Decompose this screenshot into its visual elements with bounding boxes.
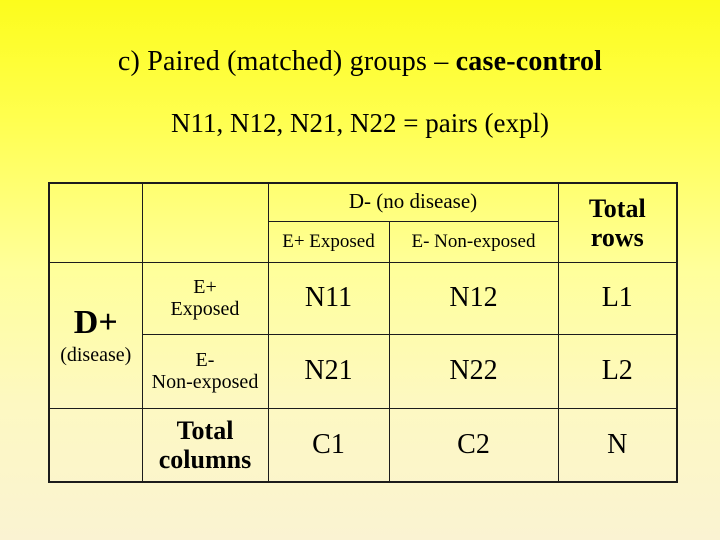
cell-n11: N11 <box>267 261 390 335</box>
total-columns-line2: columns <box>158 444 252 474</box>
corner-cell-blank-left <box>48 182 143 263</box>
cell-c2: C2 <box>388 407 559 483</box>
disease-label-sub: (disease) <box>60 343 132 366</box>
row-label-exposed-line2: Exposed <box>170 298 240 320</box>
cell-n22: N22 <box>388 333 559 409</box>
total-columns-header: Total columns <box>141 407 269 483</box>
bottom-left-blank-cell <box>48 407 143 483</box>
row-label-non-exposed-line1: E- <box>195 348 215 371</box>
cell-n-total: N <box>557 407 678 483</box>
slide-subtitle: N11, N12, N21, N22 = pairs (expl) <box>171 108 549 138</box>
cell-l1: L1 <box>557 261 678 335</box>
contingency-table: D- (no disease) Total rows E+ Exposed E-… <box>48 182 679 483</box>
table-header-row-2: E+ Exposed E- Non-exposed <box>49 220 677 263</box>
cell-c1: C1 <box>267 407 390 483</box>
title-emphasis-text: case-control <box>455 46 603 77</box>
disease-label-main: D+ <box>73 303 118 341</box>
row-label-exposed-line1: E+ <box>193 275 217 298</box>
table-row-totals: Total columns C1 C2 N <box>48 407 678 483</box>
cell-n12: N12 <box>388 261 559 335</box>
table-header-row-1: D- (no disease) Total rows <box>48 182 678 263</box>
row-label-exposed: E+ Exposed <box>141 261 269 335</box>
total-rows-line1: Total <box>588 193 646 223</box>
slide-title: c) Paired (matched) groups – case-contro… <box>0 46 720 78</box>
total-columns-line1: Total <box>176 415 234 445</box>
cell-n21: N21 <box>267 333 390 409</box>
table-row-exposed: D+ (disease) E+ Exposed N11 N12 L1 <box>48 261 678 409</box>
total-rows-line2: rows <box>590 222 644 252</box>
col-header-exposed: E+ Exposed <box>267 220 390 263</box>
col-group-header-no-disease: D- (no disease) <box>267 182 559 222</box>
row-label-non-exposed: E- Non-exposed <box>141 333 269 409</box>
title-text: c) Paired (matched) groups – <box>117 46 456 77</box>
col-header-non-exposed: E- Non-exposed <box>388 220 559 263</box>
row-label-non-exposed-line2: Non-exposed <box>151 371 259 393</box>
table-row-non-exposed: E- Non-exposed N21 N22 L2 <box>49 333 678 409</box>
row-group-label-disease: D+ (disease) <box>48 261 143 409</box>
total-rows-header: Total rows <box>557 182 678 263</box>
corner-cell-blank-exposure <box>141 182 269 263</box>
cell-l2: L2 <box>557 333 678 409</box>
